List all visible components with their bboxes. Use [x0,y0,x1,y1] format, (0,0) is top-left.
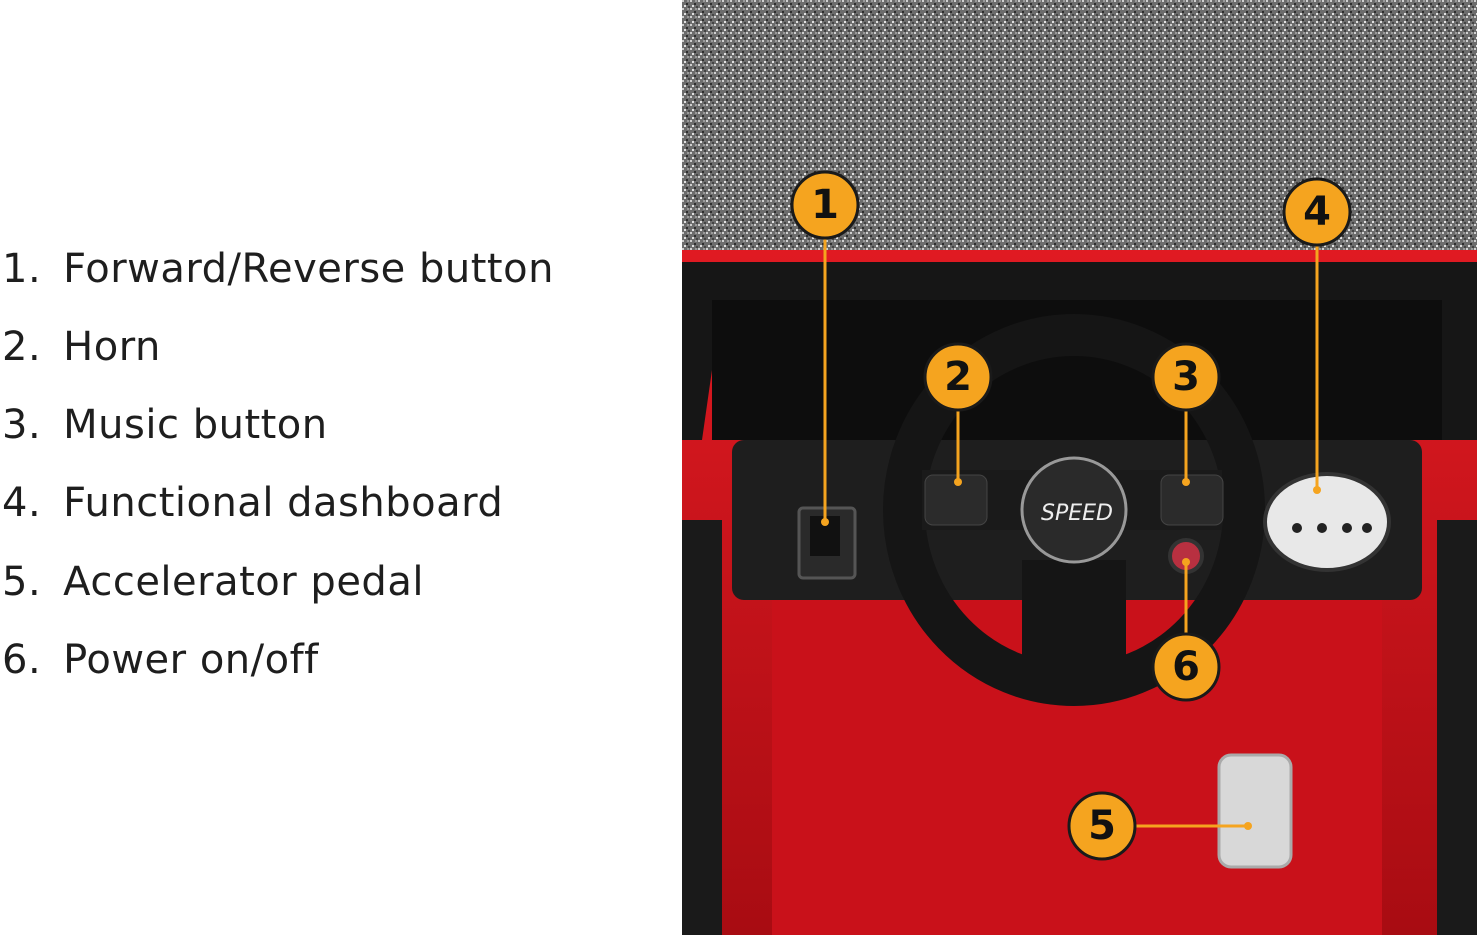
legend-label: Accelerator pedal [63,559,424,605]
svg-text:3: 3 [1172,354,1200,400]
legend-item-forward-reverse: 1. Forward/Reverse button [2,245,554,293]
side-pillar-left [682,520,722,935]
svg-text:4: 4 [1303,189,1331,235]
callout-4: 4 [1282,177,1352,247]
legend-number: 1. [2,246,42,292]
accelerator-pedal [1217,753,1293,869]
legend-number: 3. [2,402,42,448]
legend-item-power: 6. Power on/off [2,636,319,684]
music-buttons [1160,474,1224,526]
legend-label: Music button [63,402,328,448]
svg-text:1: 1 [811,182,839,228]
legend-number: 5. [2,559,42,605]
windshield-frame [682,262,1477,440]
callout-lines [823,238,1319,828]
svg-text:2: 2 [944,354,972,400]
functional-dashboard [1263,472,1391,572]
legend-item-music: 3. Music button [2,401,328,449]
svg-text:5: 5 [1088,803,1116,849]
car-dashboard-photo: SPEED 1 2 3 4 5 6 [682,0,1477,935]
callout-3: 3 [1151,342,1221,412]
horn-buttons [924,474,988,526]
callout-2: 2 [923,342,993,412]
legend-item-accelerator: 5. Accelerator pedal [2,558,424,606]
legend-label: Power on/off [63,637,319,683]
legend-number: 6. [2,637,42,683]
callout-5: 5 [1067,791,1137,861]
legend-label: Functional dashboard [63,480,504,526]
legend-label: Forward/Reverse button [63,246,554,292]
logo-text: SPEED [1041,501,1113,526]
callout-1: 1 [790,170,860,240]
steering-spoke [1022,560,1126,680]
legend-item-horn: 2. Horn [2,323,161,371]
callout-6: 6 [1151,632,1221,702]
legend-number: 4. [2,480,42,526]
legend-number: 2. [2,324,42,370]
legend-label: Horn [63,324,161,370]
steering-wheel [883,314,1265,706]
steering-hub [1020,456,1128,564]
svg-text:6: 6 [1172,644,1200,690]
side-pillar-right [1437,520,1477,935]
legend-item-dashboard: 4. Functional dashboard [2,479,503,527]
